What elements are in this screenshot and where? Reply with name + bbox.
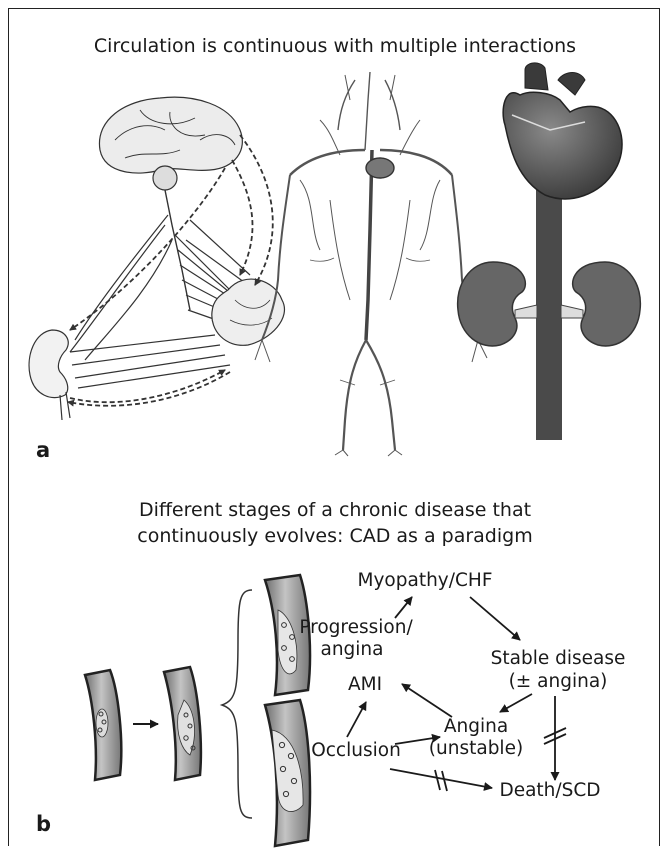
artery-segment-1 [85, 670, 121, 780]
label-myopathy: Myopathy/CHF [358, 570, 493, 591]
sketch-heart [212, 279, 285, 345]
heart [503, 92, 622, 199]
artery-segment-2 [164, 667, 201, 780]
sketch-kidney [29, 330, 68, 398]
stage-bracket [222, 590, 252, 818]
heart-kidney-illustration [458, 63, 641, 440]
label-ami: AMI [348, 674, 382, 695]
brain-heart-kidney-illustration [29, 97, 284, 420]
label-occlusion: Occlusion [311, 740, 401, 761]
vascular-system-illustration [255, 72, 487, 456]
arrow-stable-to-angina [500, 694, 532, 712]
artery-segment-4 [265, 700, 310, 846]
label-stable-line2: (± angina) [509, 671, 608, 692]
label-progression-line2: angina [320, 639, 383, 660]
label-angina-line2: (unstable) [429, 738, 523, 759]
arrow-angina-to-ami [402, 684, 452, 717]
label-progression-line1: Progression/ [299, 617, 413, 638]
label-death: Death/SCD [499, 780, 600, 801]
arrow-progression-to-myopathy [395, 597, 412, 618]
label-stable-line1: Stable disease [491, 648, 626, 669]
arrow-occlusion-to-death [390, 769, 492, 788]
break-mark-horizontal [435, 770, 447, 791]
right-kidney [573, 262, 641, 346]
arrow-occlusion-to-ami [347, 702, 366, 737]
arrow-myopathy-to-stable [470, 597, 520, 640]
label-angina-line1: Angina [444, 716, 508, 737]
left-kidney [458, 262, 526, 346]
